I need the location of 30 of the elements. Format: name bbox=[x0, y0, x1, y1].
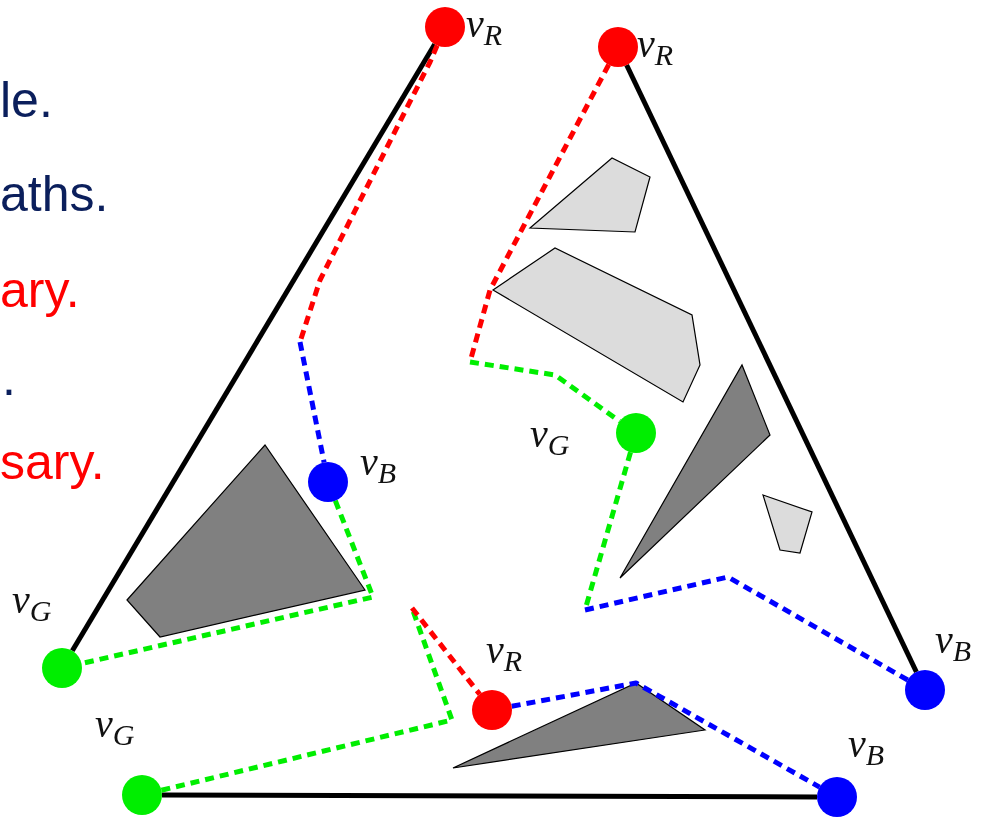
vertex-dot bbox=[425, 7, 465, 47]
vertex-dot bbox=[598, 27, 638, 67]
vertex-dot bbox=[42, 648, 82, 688]
vertex-label: v$_{B}$ bbox=[360, 440, 397, 491]
vertex-dot bbox=[817, 777, 857, 817]
dashed-path bbox=[297, 341, 327, 463]
edge-line bbox=[162, 792, 817, 800]
text-line: aths. bbox=[0, 166, 109, 222]
text-line: . bbox=[2, 350, 16, 406]
edge-line bbox=[70, 42, 437, 653]
vertex-label: v$_{B}$ bbox=[848, 722, 885, 773]
vertex-label: v$_{G}$ bbox=[530, 412, 570, 463]
edge-line bbox=[624, 63, 919, 674]
vertex-dot bbox=[905, 670, 945, 710]
dashed-path bbox=[584, 574, 909, 683]
text-line: le. bbox=[0, 72, 53, 128]
dashed-path bbox=[511, 680, 821, 790]
vertex-label: v$_{R}$ bbox=[637, 22, 674, 73]
vertex-dot bbox=[122, 775, 162, 815]
vertex-label: v$_{R}$ bbox=[486, 628, 523, 679]
vertex-dot bbox=[472, 690, 512, 730]
vertex-label: v$_{B}$ bbox=[935, 618, 972, 669]
vertex-label: v$_{R}$ bbox=[466, 2, 503, 53]
text-line: sary. bbox=[0, 434, 105, 490]
text-line: ary. bbox=[0, 262, 80, 318]
vertex-label: v$_{G}$ bbox=[95, 702, 135, 753]
dashed-path bbox=[410, 606, 482, 696]
vertex-dot bbox=[616, 413, 656, 453]
vertex-dot bbox=[308, 462, 348, 502]
vertex-label: v$_{G}$ bbox=[12, 578, 52, 629]
